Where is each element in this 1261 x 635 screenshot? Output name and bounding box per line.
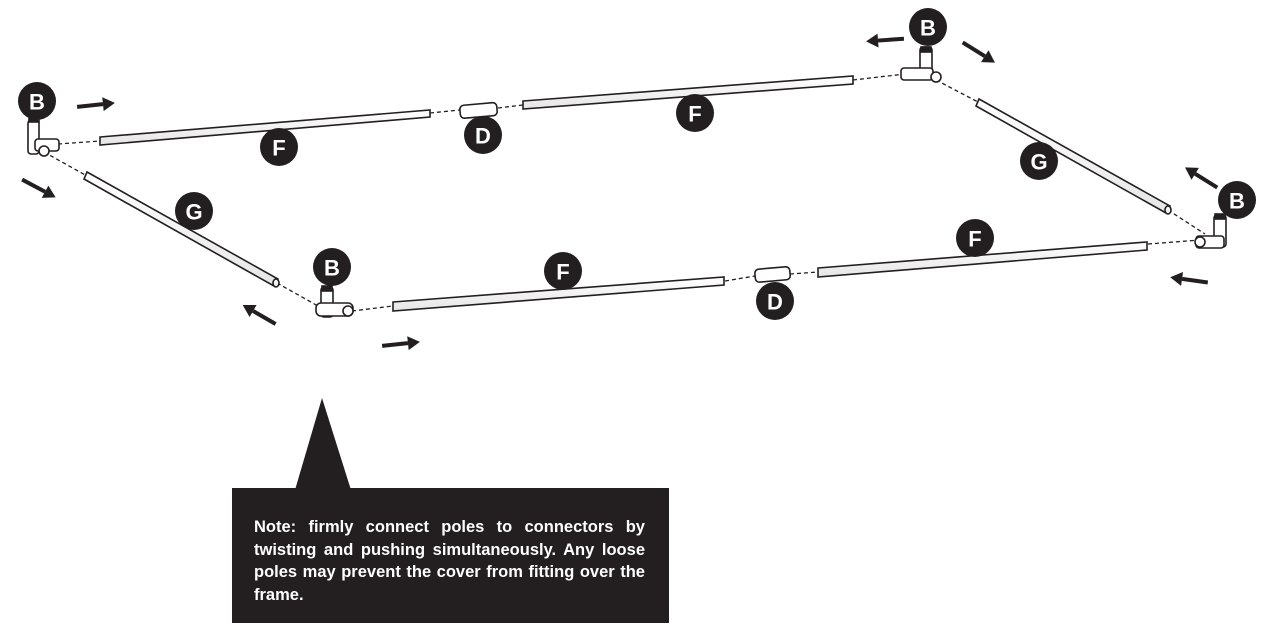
pole-g-right <box>974 97 1172 215</box>
label-g-left: G <box>175 192 213 230</box>
arrow-icon <box>21 177 56 198</box>
arrow-icon <box>1170 271 1209 286</box>
label-g-right: G <box>1020 142 1058 180</box>
connector-b-bottom-left <box>315 285 354 318</box>
label-b-left: B <box>18 82 56 120</box>
label-b-bottom-left: B <box>313 248 351 286</box>
svg-text:F: F <box>688 102 701 127</box>
pole-g-left <box>82 170 280 288</box>
label-f-top-left: F <box>260 128 298 166</box>
arrow-icon <box>866 33 905 48</box>
guide-line <box>852 73 906 81</box>
svg-text:F: F <box>968 227 981 252</box>
pole-end <box>272 278 280 288</box>
guide-line <box>43 151 88 177</box>
pole-f-top-left <box>99 109 431 146</box>
part-labels: B B B B F F F F D D G G <box>18 8 1256 320</box>
arrow-icon <box>961 40 995 63</box>
guide-line <box>497 104 524 109</box>
connector-b-bottom-right <box>1194 213 1227 249</box>
guide-line <box>1147 239 1201 245</box>
svg-text:G: G <box>185 200 202 225</box>
label-d-bottom: D <box>756 282 794 320</box>
guide-lines <box>43 73 1206 312</box>
svg-text:G: G <box>1030 150 1047 175</box>
guide-line <box>724 275 756 282</box>
svg-text:B: B <box>920 16 936 41</box>
label-f-top-right: F <box>676 94 714 132</box>
connector-d-top <box>459 101 499 120</box>
arrow-icon <box>242 304 277 326</box>
connector-b-left <box>27 116 60 157</box>
arrow-icon <box>1185 167 1219 190</box>
connector-d-bottom <box>754 265 792 283</box>
straight-connectors <box>459 101 792 283</box>
svg-text:D: D <box>767 290 783 315</box>
guide-line <box>1167 209 1206 235</box>
guide-line <box>351 305 394 312</box>
label-d-top: D <box>464 116 502 154</box>
note-pointer <box>295 398 351 490</box>
arrow-icon <box>76 97 115 112</box>
note-text: Note: firmly connect poles to connectors… <box>254 518 645 604</box>
label-f-bottom-right: F <box>956 219 994 257</box>
label-b-bottom-right: B <box>1218 181 1256 219</box>
label-b-top-right: B <box>909 8 947 46</box>
connector-b-top-right <box>900 46 942 83</box>
assembly-note: Note: firmly connect poles to connectors… <box>232 488 669 623</box>
pole-end <box>1164 205 1172 215</box>
svg-text:B: B <box>324 256 340 281</box>
corner-connectors <box>27 46 1227 318</box>
poles <box>82 75 1172 312</box>
guide-line <box>57 140 101 145</box>
arrow-icon <box>381 336 420 351</box>
guide-line <box>935 79 979 103</box>
pole-f-top-right <box>522 75 854 110</box>
direction-arrows <box>21 33 1219 351</box>
guide-line <box>276 282 319 307</box>
guide-line <box>429 109 461 114</box>
svg-text:F: F <box>556 260 569 285</box>
svg-text:D: D <box>475 124 491 149</box>
guide-line <box>789 271 819 275</box>
svg-text:B: B <box>1229 189 1245 214</box>
svg-text:B: B <box>29 90 45 115</box>
pole-f-bottom-left <box>392 276 725 312</box>
svg-text:F: F <box>272 136 285 161</box>
pole-f-bottom-right <box>817 241 1148 278</box>
label-f-bottom-left: F <box>544 252 582 290</box>
